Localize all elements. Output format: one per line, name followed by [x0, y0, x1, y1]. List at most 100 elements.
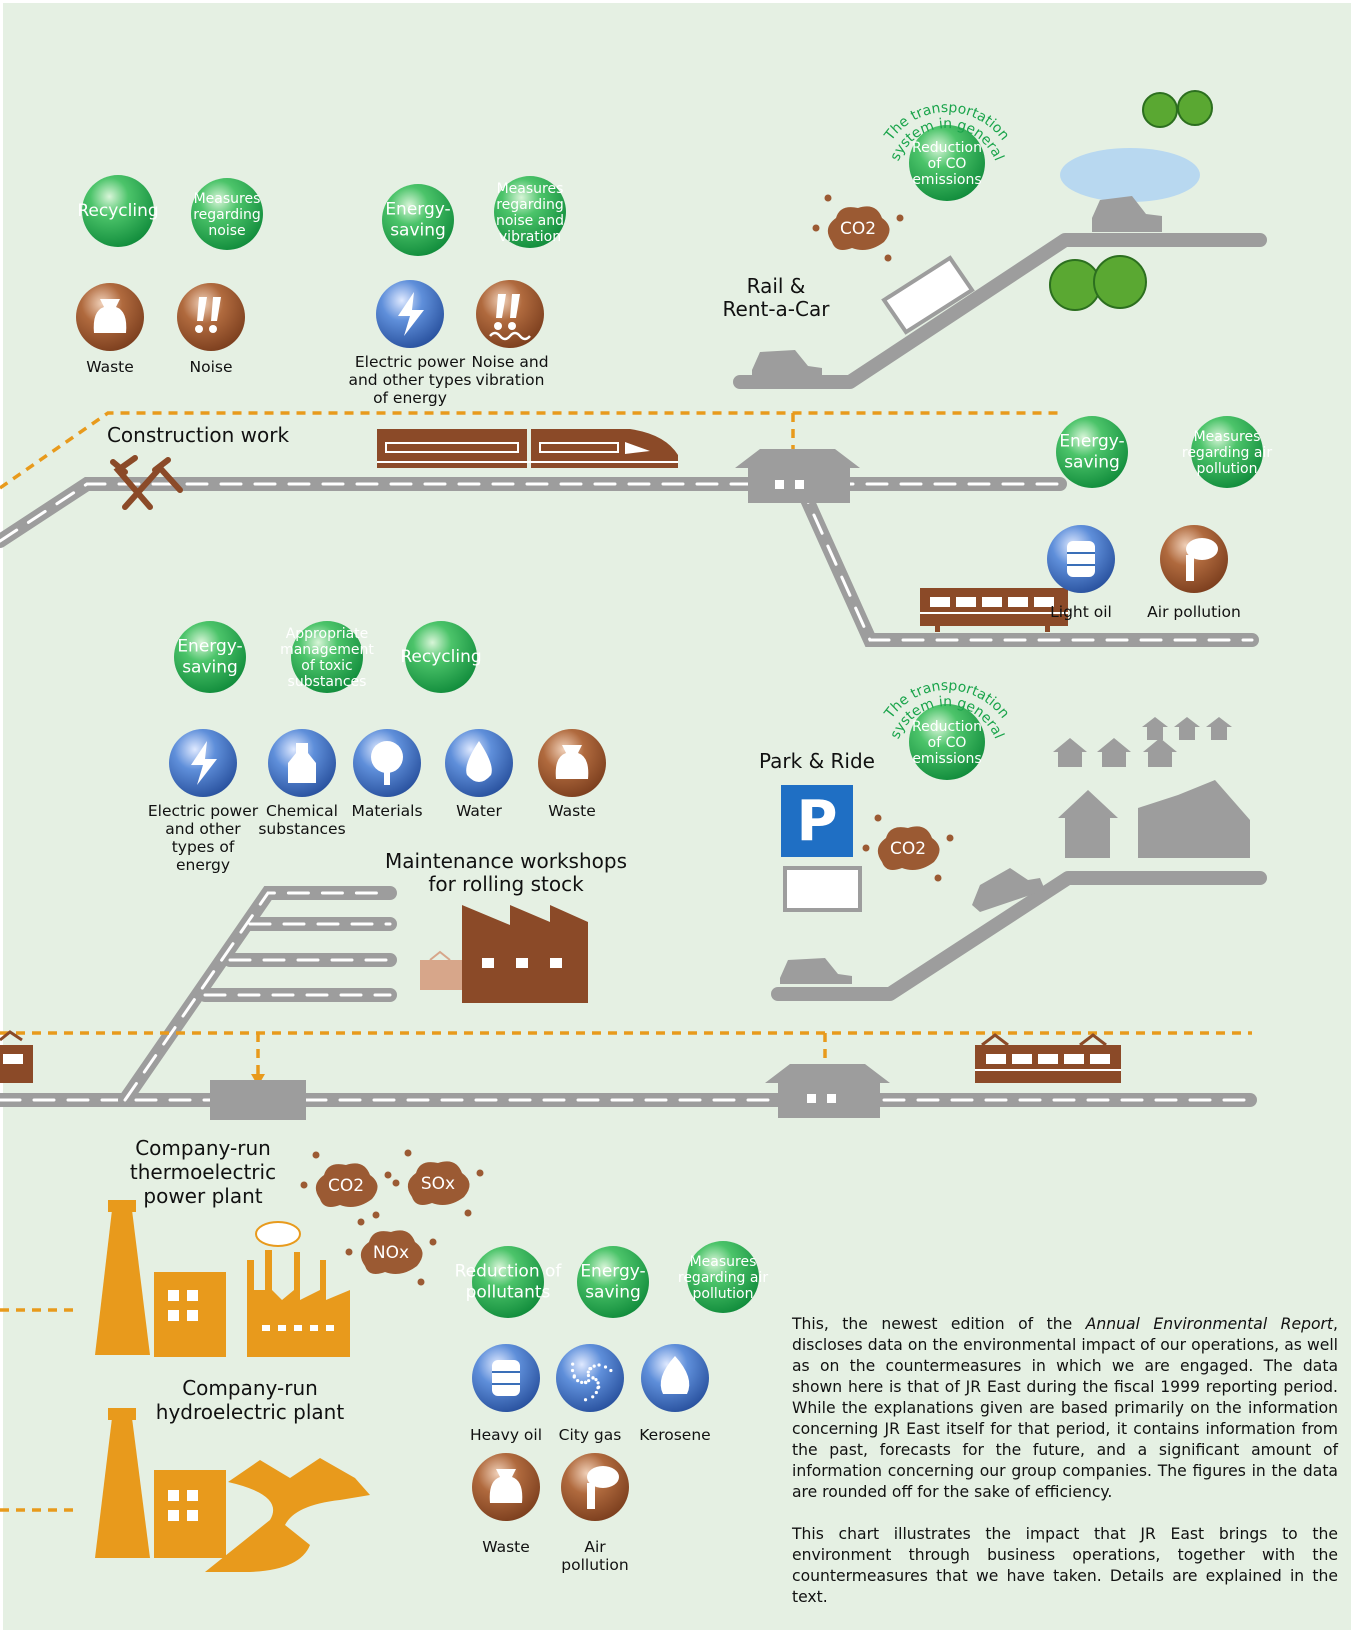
bus-icon [783, 255, 975, 912]
emission-label: CO2 [890, 839, 926, 859]
impact-label: Light oil [1050, 603, 1112, 621]
countermeasure-label: Energy-saving [385, 200, 450, 241]
heavy-oil-ball [472, 1344, 540, 1412]
small-train-icon [420, 950, 462, 990]
oil-drum-icon [1067, 541, 1095, 577]
impact-label: Water [456, 802, 502, 820]
noise-vibration-icon [489, 294, 531, 341]
parking-sign-letter: P [796, 789, 837, 854]
impact-label: Materials [351, 802, 422, 820]
description-paragraph-1: This, the newest edition of the Annual E… [792, 1315, 1338, 1501]
workshop-impact-ball [538, 729, 606, 797]
energy-saving-ball: Energy-saving [174, 621, 246, 693]
impact-label: City gas [559, 1426, 622, 1444]
emission-cloud: CO2 [812, 194, 904, 262]
countermeasure-label: Recycling [77, 201, 158, 221]
waste-bag-icon [555, 745, 589, 779]
impact-label: Kerosene [639, 1426, 710, 1444]
car-icon [752, 196, 1162, 984]
waste-bag-icon [93, 299, 127, 333]
park-ride-title: Park & Ride [759, 749, 875, 773]
station [735, 449, 860, 503]
lake [1060, 148, 1200, 202]
noise-icon [195, 297, 221, 333]
energy-saving-ball: Energy-saving [382, 184, 454, 256]
waste-bag-icon [489, 1469, 523, 1503]
impact-label: Air pollution [1147, 603, 1241, 621]
countermeasure-label: Energy-saving [177, 637, 242, 678]
air-pollution-ball [1160, 525, 1228, 593]
construction-title: Construction work [107, 423, 290, 447]
air-pollution-ball [561, 1453, 629, 1521]
flame-icon [660, 1356, 690, 1394]
energy-saving-ball: Energy-saving [577, 1246, 649, 1318]
emission-label: CO2 [840, 219, 876, 239]
houses-icon [1053, 717, 1250, 858]
kerosene-ball [641, 1344, 709, 1412]
impact-label: Noise [190, 358, 233, 376]
emission-label: CO2 [328, 1176, 364, 1196]
countermeasure-label: Energy-saving [1059, 432, 1124, 473]
energy-saving-ball: Energy-saving [1056, 416, 1128, 488]
station [210, 1080, 306, 1120]
impact-label: Heavy oil [470, 1426, 542, 1444]
countermeasure-label: Energy-saving [580, 1262, 645, 1303]
lightning-icon [398, 292, 424, 336]
emission-label: NOx [373, 1243, 409, 1263]
water-drop-icon [466, 741, 492, 782]
description-paragraph-2: This chart illustrates the impact that J… [792, 1525, 1338, 1606]
workshop-impact-ball [268, 729, 336, 797]
electric-power-ball [376, 280, 444, 348]
smokestack-icon [587, 1466, 619, 1509]
workshop-impact-ball [353, 729, 421, 797]
waste-ball [472, 1453, 540, 1521]
workshop-factory-icon [420, 905, 588, 1003]
tree-icon [371, 741, 403, 785]
oil-drum-icon [492, 1360, 520, 1396]
city-gas-ball [556, 1344, 624, 1412]
waste-ball [76, 283, 144, 351]
emission-label: SOx [421, 1174, 455, 1194]
light-oil-ball [1047, 525, 1115, 593]
smokestack-icon [1186, 538, 1218, 581]
noise-vibration-ball [476, 280, 544, 348]
rail-tracks [0, 477, 1259, 1107]
recycling-ball: Recycling [400, 621, 482, 693]
rail-rentacar-title: Rail &Rent-a-Car [723, 274, 831, 321]
recycling-ball: Recycling [77, 175, 159, 247]
electric-train [975, 1033, 1121, 1083]
diesel-train [920, 588, 1068, 632]
emission-cloud: CO2 [300, 1151, 392, 1219]
station [765, 1064, 890, 1118]
emission-cloud: SOx [392, 1149, 484, 1217]
workshop-impact-ball [445, 729, 513, 797]
roads [733, 233, 1267, 1001]
impact-label: Waste [548, 802, 596, 820]
shinkansen-train [377, 429, 678, 468]
countermeasure-label: Recycling [400, 647, 481, 667]
description-text: This, the newest edition of the Annual E… [792, 1314, 1338, 1629]
gas-dots-icon [570, 1362, 613, 1402]
lightning-icon [191, 741, 217, 785]
chemical-bottle-icon [288, 743, 316, 783]
